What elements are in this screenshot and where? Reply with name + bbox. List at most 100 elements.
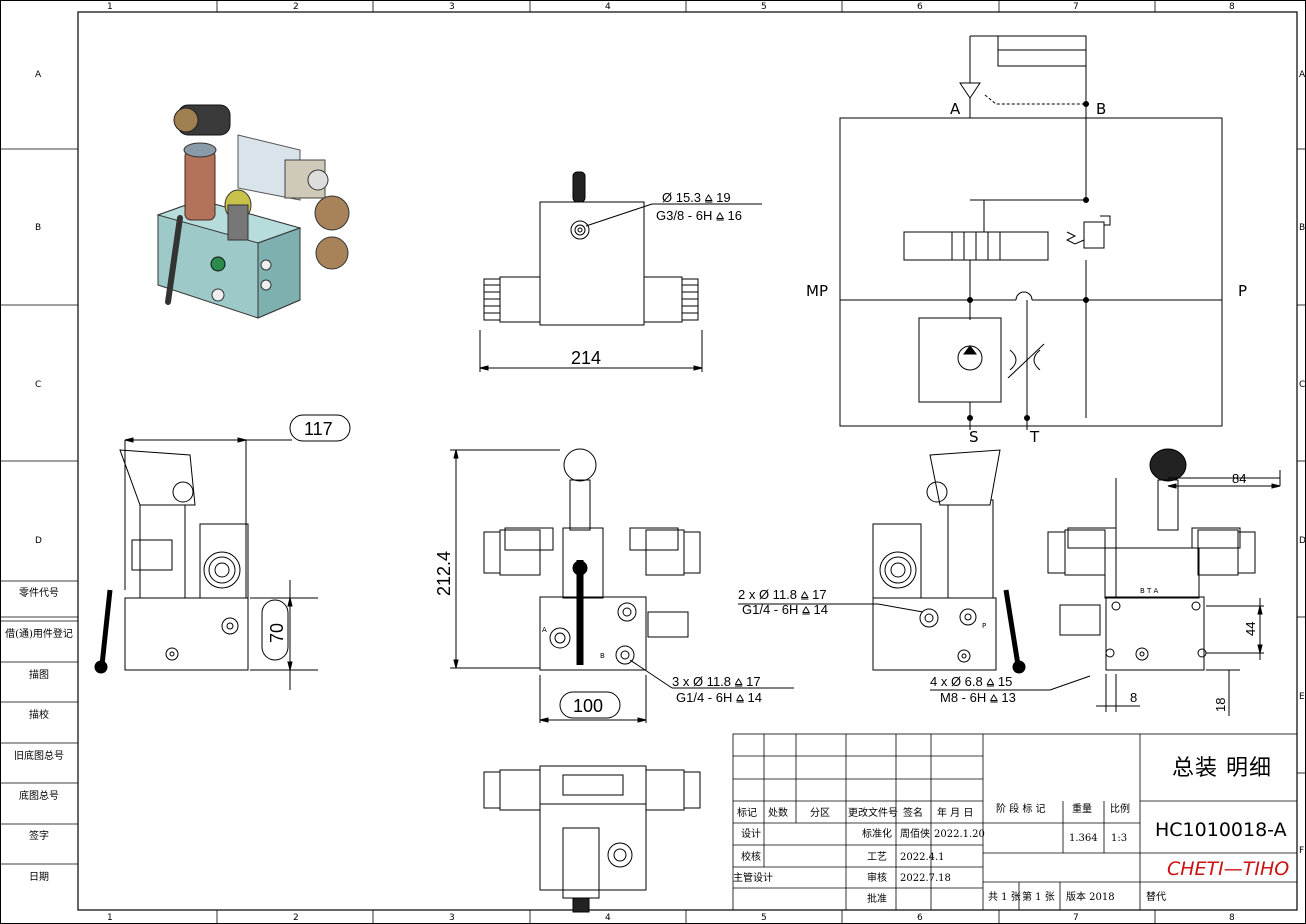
- side-label: 描校: [29, 708, 49, 721]
- col-num-top: 7: [1073, 2, 1079, 12]
- title-row-role: 主管设计: [733, 871, 773, 884]
- drawing-title: 总装 明细: [1172, 756, 1272, 781]
- col-num-bottom: 8: [1229, 913, 1235, 923]
- col-num-bottom: 3: [449, 913, 455, 923]
- top-view-callout-line2: G3/8 - 6H ⩠ 16: [656, 208, 742, 223]
- col-num-bottom: 4: [605, 913, 611, 923]
- row-letter-right: E: [1299, 692, 1305, 702]
- title-row-role2: 批准: [867, 892, 887, 905]
- title-block: [732, 733, 1298, 911]
- row-letter-left: C: [35, 380, 41, 390]
- schematic-label-mp: MP: [806, 282, 828, 300]
- col-num-bottom: 6: [917, 913, 923, 923]
- row-letter-left: D: [35, 536, 42, 546]
- title-col-header: 标记: [737, 807, 757, 819]
- bottom-view: [483, 765, 701, 913]
- isometric-view: [156, 104, 350, 319]
- title-row-role: 设计: [741, 827, 761, 840]
- col-num-bottom: 7: [1073, 913, 1079, 923]
- front-view-width-balloon: 100: [573, 696, 603, 716]
- title-col-header: 年 月 日: [937, 806, 973, 819]
- rear-view: [738, 449, 1091, 691]
- title-version: 版本 2018: [1066, 890, 1115, 903]
- rear-view-callout-a-line2: G1/4 - 6H ⩠ 14: [742, 602, 828, 617]
- title-col-header: 分区: [810, 807, 830, 819]
- row-letters: A B C D A B C D E F: [35, 70, 1306, 856]
- rear-view-port-p: P: [982, 622, 986, 630]
- col-num-bottom: 2: [293, 913, 299, 923]
- col-num-top: 6: [917, 2, 923, 12]
- rear-view-callout-a-line1: 2 x Ø 11.8 ⩠ 17: [738, 587, 827, 602]
- top-view-callout-line1: Ø 15.3 ⩠ 19: [662, 190, 731, 205]
- side-label: 底图总号: [19, 789, 59, 802]
- side-label: 签字: [29, 829, 49, 842]
- title-row-role2: 标准化: [862, 827, 892, 840]
- rear-view-callout-b-line1: 4 x Ø 6.8 ⩠ 15: [930, 674, 1012, 689]
- front-view-port-a: A: [542, 626, 547, 634]
- title-row-role: 校核: [741, 850, 761, 863]
- col-num-top: 5: [761, 2, 767, 12]
- front-view-port-b: B: [600, 652, 605, 660]
- row-letter-right: D: [1299, 536, 1306, 546]
- col-num-top: 2: [293, 2, 299, 12]
- title-row-date: 2022.7.18: [900, 873, 951, 884]
- title-row-role2: 工艺: [867, 851, 887, 863]
- side-right-port-labels: B T A: [1140, 587, 1159, 595]
- title-weight-value: 1.364: [1069, 833, 1098, 844]
- hydraulic-schematic: [839, 35, 1223, 430]
- col-num-top: 4: [605, 2, 611, 12]
- side-right-dim-84: 84: [1232, 471, 1246, 486]
- column-numbers: 1 2 3 4 5 6 7 8 1 2 3 4 5 6 7 8: [107, 2, 1235, 923]
- top-view: [479, 171, 762, 372]
- title-sheet-num: 第 1 张: [1022, 890, 1055, 903]
- title-col-header: 签名: [903, 806, 923, 819]
- title-col-header: 更改文件号: [848, 806, 898, 819]
- row-letter-left: A: [35, 70, 42, 80]
- side-label: 旧底图总号: [14, 749, 64, 762]
- front-view-height-dimension: 212.4: [434, 551, 454, 596]
- top-view-width-dimension: 214: [571, 348, 601, 368]
- schematic-label-t: T: [1029, 428, 1040, 446]
- left-view-width-balloon: 117: [304, 419, 333, 439]
- title-scale-value: 1:3: [1111, 833, 1127, 844]
- side-right-view: [1047, 448, 1281, 716]
- side-label: 日期: [29, 871, 49, 883]
- front-view: [450, 448, 794, 723]
- schematic-label-p: P: [1238, 282, 1247, 300]
- col-num-top: 3: [449, 2, 455, 12]
- row-letter-right: C: [1299, 380, 1305, 390]
- title-sheet-total: 共 1 张: [988, 891, 1021, 903]
- front-view-callout-line2: G1/4 - 6H ⩠ 14: [676, 690, 762, 705]
- row-letter-right: B: [1299, 223, 1305, 233]
- row-letter-left: B: [35, 223, 41, 233]
- schematic-label-s: S: [969, 428, 979, 446]
- title-scale-label: 比例: [1110, 802, 1130, 815]
- title-row-date: 2022.1.20: [934, 829, 985, 840]
- col-num-bottom: 1: [107, 913, 113, 923]
- side-right-dim-44: 44: [1243, 622, 1258, 636]
- title-row-date: 2022.4.1: [900, 852, 945, 863]
- side-label: 描图: [29, 668, 49, 681]
- front-view-callout-line1: 3 x Ø 11.8 ⩠ 17: [672, 674, 761, 689]
- company-name: CHETI—TIHO: [1167, 858, 1289, 880]
- left-view: [94, 414, 351, 690]
- schematic-label-b: B: [1096, 100, 1106, 118]
- col-num-top: 1: [107, 2, 113, 12]
- rear-view-callout-b-line2: M8 - 6H ⩠ 13: [940, 690, 1016, 705]
- col-num-bottom: 5: [761, 913, 767, 923]
- title-col-header: 处数: [768, 806, 788, 819]
- side-right-dim-8: 8: [1130, 690, 1137, 705]
- side-label: 零件代号: [19, 587, 59, 599]
- title-block-text: 标记 处数 分区 更改文件号 签名 年 月 日 阶 段 标 记 重量 比例 1.…: [733, 756, 1289, 905]
- side-block: [0, 580, 78, 865]
- side-right-dim-18: 18: [1213, 698, 1228, 712]
- row-letter-right: A: [1299, 70, 1306, 80]
- schematic-label-a: A: [950, 100, 961, 118]
- title-stage-mark: 阶 段 标 记: [996, 802, 1046, 815]
- col-num-top: 8: [1229, 2, 1235, 12]
- title-weight-label: 重量: [1072, 802, 1092, 815]
- row-letter-right: F: [1299, 846, 1304, 856]
- title-row-name: 周佰侠: [900, 827, 930, 840]
